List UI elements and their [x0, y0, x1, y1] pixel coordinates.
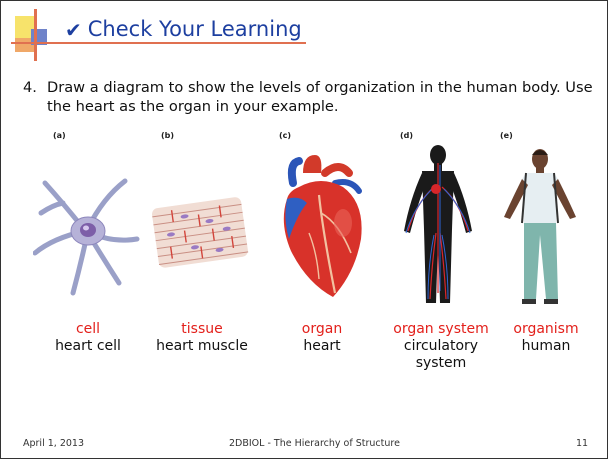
page-number: 11 — [576, 438, 588, 449]
footer-course: 2DBIOL - The Hierarchy of Structure — [229, 438, 400, 449]
panel-label: (c) — [279, 131, 291, 140]
human-illustration — [496, 143, 606, 313]
caption-organ-system: organ system circulatory system — [381, 321, 501, 372]
question-text: Draw a diagram to show the levels of org… — [47, 78, 593, 116]
panel-label: (b) — [161, 131, 174, 140]
decor-vertical-line — [34, 9, 37, 61]
level-example: heart muscle — [142, 338, 262, 355]
panel-label: (e) — [500, 131, 513, 140]
decor-title-underline — [11, 42, 306, 44]
caption-cell: cell heart cell — [28, 321, 148, 355]
caption-tissue: tissue heart muscle — [142, 321, 262, 355]
slide-header: ✔ Check Your Learning — [65, 19, 302, 40]
panel-tissue: (b) — [141, 131, 251, 316]
circulatory-system-illustration — [386, 143, 496, 313]
caption-organism: organism human — [486, 321, 606, 355]
level-example: heart cell — [28, 338, 148, 355]
slide-title: Check Your Learning — [88, 19, 302, 40]
caption-organ: organ heart — [262, 321, 382, 355]
panel-label: (a) — [53, 131, 66, 140]
level-name: organ system — [381, 321, 501, 338]
level-name: organ — [262, 321, 382, 338]
level-name: tissue — [142, 321, 262, 338]
question: 4. Draw a diagram to show the levels of … — [23, 78, 593, 116]
cell-illustration — [33, 143, 143, 313]
level-name: organism — [486, 321, 606, 338]
panel-organ: (c) — [263, 131, 373, 316]
level-example: circulatory system — [398, 338, 484, 372]
level-name: cell — [28, 321, 148, 338]
check-mark-icon: ✔ — [65, 20, 82, 40]
heart-illustration — [263, 143, 373, 313]
level-example: heart — [262, 338, 382, 355]
question-number: 4. — [23, 78, 37, 97]
tissue-illustration — [141, 143, 251, 313]
level-example: human — [486, 338, 606, 355]
panel-organism: (e) — [496, 131, 606, 316]
panel-label: (d) — [400, 131, 413, 140]
panel-organ-system: (d) — [386, 131, 496, 316]
panel-cell: (a) — [33, 131, 143, 316]
footer-date: April 1, 2013 — [23, 438, 84, 449]
